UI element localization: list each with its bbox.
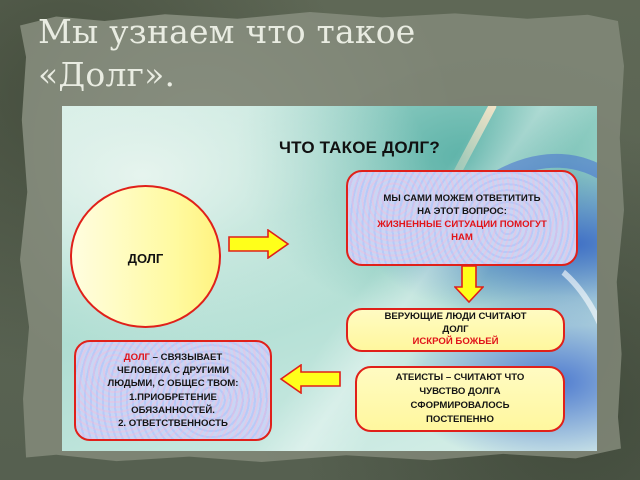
believers-box-highlight: ИСКРОЙ БОЖЬЕЙ [412,336,499,348]
arrow-down-icon [454,265,484,303]
diagram-image: ЧТО ТАКОЕ ДОЛГ? ДОЛГ МЫ САМИ МОЖЕМ ОТВЕТ… [62,106,597,451]
arrow-right-icon [228,229,290,259]
atheists-box-line: СФОРМИРОВАЛОСЬ [410,400,510,411]
slide-title-line-1: Мы узнаем что такое [38,12,416,51]
definition-term: ДОЛГ [123,351,150,363]
definition-box: ДОЛГ – СВЯЗЫВАЕТ ЧЕЛОВЕКА С ДРУГИМИ ЛЮДЬ… [74,340,272,441]
definition-box-line: ЧЕЛОВЕКА С ДРУГИМИ [116,365,229,377]
answer-box-line: НА ЭТОТ ВОПРОС: [417,206,507,217]
believers-box: ВЕРУЮЩИЕ ЛЮДИ СЧИТАЮТ ДОЛГ ИСКРОЙ БОЖЬЕЙ [346,308,565,352]
definition-text: – СВЯЗЫВАЕТ [150,351,223,363]
slide-title: Мы узнаем что такое «Долг». [38,10,598,96]
believers-box-line: ДОЛГ [442,323,469,335]
definition-box-line: 1.ПРИОБРЕТЕНИЕ [129,391,217,403]
atheists-box-line: ЧУВСТВО ДОЛГА [419,386,501,397]
definition-box-line: ЛЮДЬМИ, С ОБЩЕС ТВОМ: [107,378,239,390]
atheists-box-line: АТЕИСТЫ – СЧИТАЮТ ЧТО [395,372,525,383]
atheists-box: АТЕИСТЫ – СЧИТАЮТ ЧТО ЧУВСТВО ДОЛГА СФОР… [355,366,565,432]
arrow-left-icon [279,364,341,394]
definition-box-line: ДОЛГ – СВЯЗЫВАЕТ [124,351,222,364]
believers-box-line: ВЕРУЮЩИЕ ЛЮДИ СЧИТАЮТ [384,311,527,323]
diagram-heading: ЧТО ТАКОЕ ДОЛГ? [279,138,440,157]
answer-box-highlight: НАМ [451,232,473,243]
slide-title-line-2: «Долг». [38,55,176,94]
answer-box-line: МЫ САМИ МОЖЕМ ОТВЕТИТИТЬ [383,193,541,204]
definition-box-line: ОБЯЗАННОСТЕЙ. [131,404,215,416]
answer-box: МЫ САМИ МОЖЕМ ОТВЕТИТИТЬ НА ЭТОТ ВОПРОС:… [346,170,578,266]
atheists-box-line: ПОСТЕПЕННО [426,414,494,425]
concept-circle-label: ДОЛГ [127,251,164,266]
answer-box-highlight: ЖИЗНЕННЫЕ СИТУАЦИИ ПОМОГУТ [377,219,547,230]
concept-circle: ДОЛГ [70,185,221,328]
definition-box-line: 2. ОТВЕТСТВЕННОСТЬ [118,417,228,429]
